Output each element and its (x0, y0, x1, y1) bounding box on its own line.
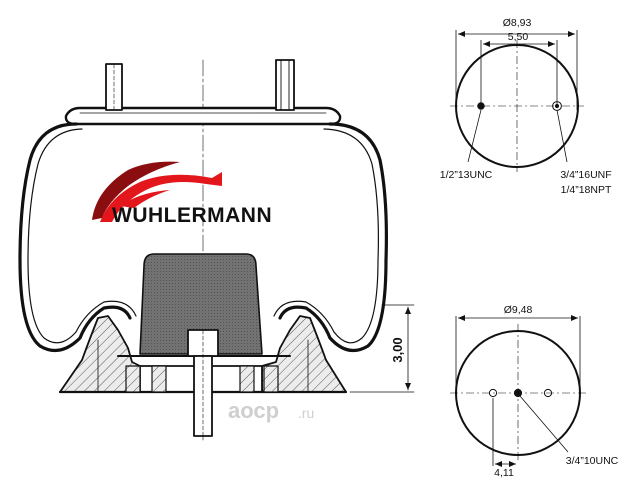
bottom-locator-hole-left (488, 388, 498, 398)
piston-section-left (59, 315, 141, 393)
height-dimension-label: 3,00 (390, 337, 405, 362)
logo-swoosh-dark (92, 161, 180, 220)
watermark: аоср .ru (228, 398, 314, 423)
bottom-center-stud-hole (513, 388, 523, 398)
top-stud-left (105, 63, 123, 111)
internal-bumper (139, 253, 263, 355)
top-right-thread-label-1: 3/4”16UNF (560, 169, 611, 181)
top-stud-right-air-fitting (275, 59, 295, 111)
main-section-view (18, 59, 415, 441)
bellows-outline (18, 122, 132, 353)
top-left-thread-label: 1/2”13UNC (440, 169, 493, 181)
brand-name: WUHLERMANN (112, 204, 272, 227)
logo-swoosh-red (100, 172, 222, 222)
bottom-diameter-label: Ø9,48 (504, 304, 533, 316)
wuhlermann-logo: WUHLERMANN (92, 161, 272, 227)
bottom-view (450, 315, 586, 467)
bottom-stud (187, 329, 219, 437)
top-view (450, 30, 584, 172)
watermark-text: аоср (228, 398, 279, 423)
watermark-suffix: .ru (298, 405, 314, 421)
top-bolt-spacing-label: 5,50 (508, 31, 529, 43)
bottom-locator-hole-right (543, 388, 553, 398)
piston-section-right (261, 315, 347, 393)
top-diameter-label: Ø8,93 (503, 17, 532, 29)
bottom-offset-label: 4,11 (494, 467, 514, 479)
height-dimension (349, 304, 415, 393)
bottom-center-thread-label: 3/4”10UNC (566, 455, 619, 467)
top-right-thread-label-2: 1/4”18NPT (561, 184, 612, 196)
top-stud-hole-left (477, 102, 485, 110)
